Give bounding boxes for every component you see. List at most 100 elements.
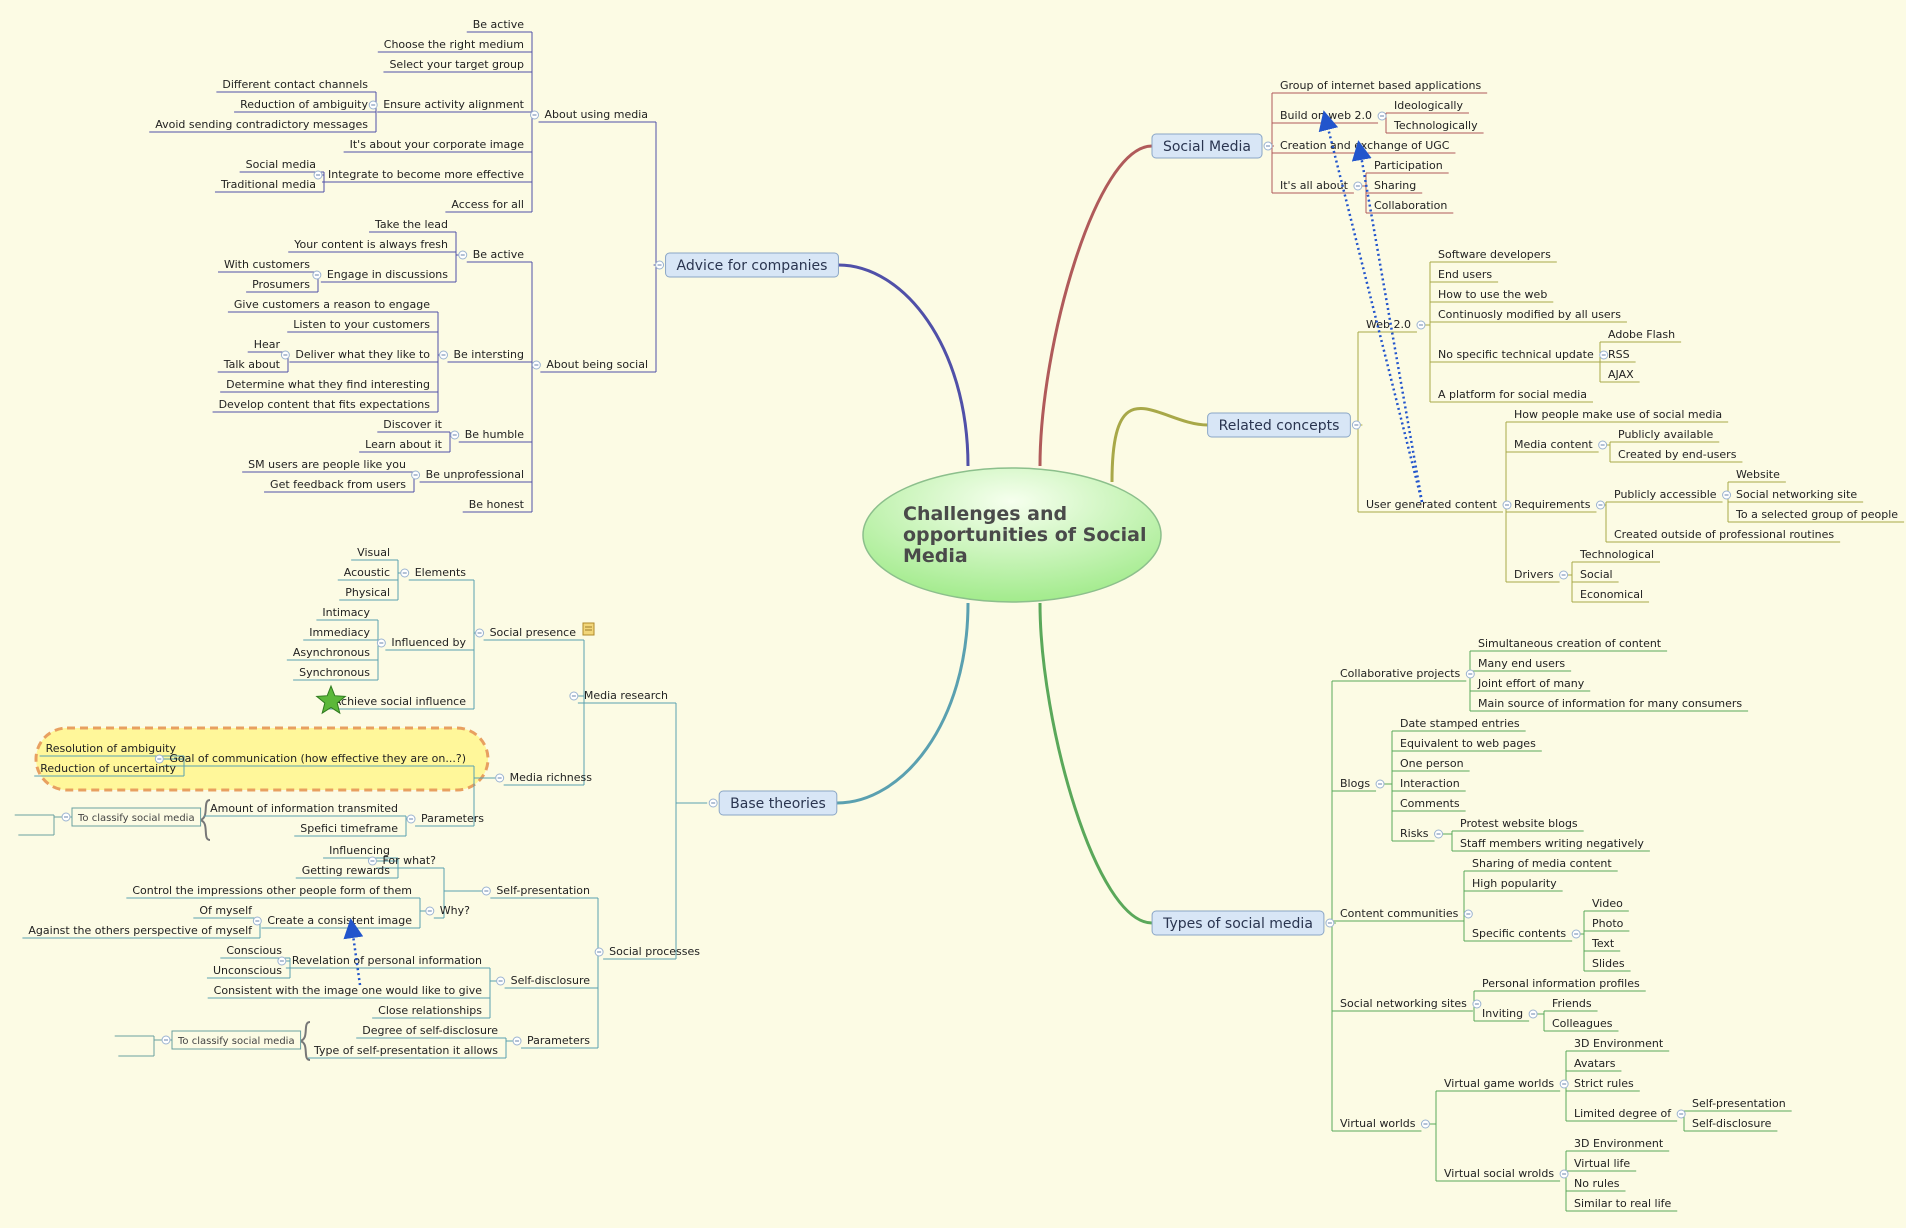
node-give-customers-a-reason-to-engage[interactable]: Give customers a reason to engage [234, 298, 430, 311]
node-main-source-of-information-for-many-consumers[interactable]: Main source of information for many cons… [1478, 697, 1742, 710]
node-be-active[interactable]: Be active [473, 248, 524, 261]
node-technological[interactable]: Technological [1579, 548, 1654, 561]
collapse-icon[interactable] [406, 814, 416, 824]
node-type-of-self-presentation-it-allows[interactable]: Type of self-presentation it allows [313, 1044, 498, 1057]
collapse-icon[interactable] [655, 260, 665, 270]
node-photo[interactable]: Photo [1592, 917, 1624, 930]
node-many-end-users[interactable]: Many end users [1478, 657, 1565, 670]
collapse-icon[interactable] [1377, 111, 1387, 121]
collapse-icon[interactable] [376, 638, 386, 648]
collapse-icon[interactable] [475, 628, 485, 638]
node-economical[interactable]: Economical [1580, 588, 1643, 601]
collapse-icon[interactable] [1465, 669, 1475, 679]
node-end-users[interactable]: End users [1438, 268, 1492, 281]
collapse-icon[interactable] [708, 798, 718, 808]
topic-base-theories[interactable]: Base theories [718, 790, 838, 816]
collapse-icon[interactable] [277, 956, 287, 966]
node-it-s-about-your-corporate-image[interactable]: It's about your corporate image [350, 138, 525, 151]
node-intimacy[interactable]: Intimacy [322, 606, 370, 619]
node-technologically[interactable]: Technologically [1393, 119, 1478, 132]
node-about-using-media[interactable]: About using media [545, 108, 649, 121]
node-influencing[interactable]: Influencing [329, 844, 390, 857]
collapse-icon[interactable] [439, 350, 449, 360]
node-reduction-of-ambiguity[interactable]: Reduction of ambiguity [240, 98, 368, 111]
node-protest-website-blogs[interactable]: Protest website blogs [1460, 817, 1578, 830]
node-different-contact-channels[interactable]: Different contact channels [222, 78, 368, 91]
node-be-active[interactable]: Be active [473, 18, 524, 31]
node-parameters[interactable]: Parameters [527, 1034, 590, 1047]
node-strict-rules[interactable]: Strict rules [1574, 1077, 1634, 1090]
node-achieve-social-influence[interactable]: Achieve social influence [334, 695, 467, 708]
collapse-icon[interactable] [594, 947, 604, 957]
node-to-a-selected-group-of-people[interactable]: To a selected group of people [1735, 508, 1898, 521]
node-be-unprofessional[interactable]: Be unprofessional [426, 468, 524, 481]
node-virtual-life[interactable]: Virtual life [1574, 1157, 1630, 1170]
node-social-media[interactable]: Social media [246, 158, 316, 171]
node-sharing[interactable]: Sharing [1374, 179, 1416, 192]
node-virtual-social-wrolds[interactable]: Virtual social wrolds [1444, 1167, 1554, 1180]
node-unconscious[interactable]: Unconscious [213, 964, 282, 977]
node-create-a-consistent-image[interactable]: Create a consistent image [267, 914, 412, 927]
node-close-relationships[interactable]: Close relationships [378, 1004, 482, 1017]
node-get-feedback-from-users[interactable]: Get feedback from users [270, 478, 406, 491]
node-avatars[interactable]: Avatars [1574, 1057, 1616, 1070]
node-ensure-activity-alignment[interactable]: Ensure activity alignment [383, 98, 524, 111]
node-virtual-worlds[interactable]: Virtual worlds [1340, 1117, 1416, 1130]
node-software-developers[interactable]: Software developers [1438, 248, 1551, 261]
collapse-icon[interactable] [1472, 999, 1482, 1009]
node-social-presence[interactable]: Social presence [490, 626, 577, 639]
node-rss[interactable]: RSS [1608, 348, 1630, 361]
node-how-to-use-the-web[interactable]: How to use the web [1438, 288, 1547, 301]
node-web-2-0[interactable]: Web 2.0 [1366, 318, 1411, 331]
node-publicly-available[interactable]: Publicly available [1618, 428, 1713, 441]
topic-related-concepts[interactable]: Related concepts [1207, 412, 1351, 438]
topic-advice-for-companies[interactable]: Advice for companies [665, 252, 839, 278]
classify-callout[interactable]: To classify social media [71, 807, 202, 827]
collapse-icon[interactable] [450, 430, 460, 440]
node-inviting[interactable]: Inviting [1482, 1007, 1523, 1020]
node-adobe-flash[interactable]: Adobe Flash [1608, 328, 1675, 341]
node-conscious[interactable]: Conscious [226, 944, 282, 957]
node-learn-about-it[interactable]: Learn about it [365, 438, 443, 451]
node-sharing-of-media-content[interactable]: Sharing of media content [1472, 857, 1612, 870]
collapse-icon[interactable] [368, 100, 378, 110]
node-continuosly-modified-by-all-users[interactable]: Continuosly modified by all users [1438, 308, 1621, 321]
collapse-icon[interactable] [61, 812, 71, 822]
node-determine-what-they-find-interesting[interactable]: Determine what they find interesting [226, 378, 430, 391]
node-no-specific-technical-update[interactable]: No specific technical update [1438, 348, 1594, 361]
node-content-communities[interactable]: Content communities [1340, 907, 1459, 920]
node-colleagues[interactable]: Colleagues [1552, 1017, 1613, 1030]
node-acoustic[interactable]: Acoustic [344, 566, 390, 579]
node-asynchronous[interactable]: Asynchronous [293, 646, 370, 659]
node-engage-in-discussions[interactable]: Engage in discussions [327, 268, 448, 281]
collapse-icon[interactable] [1559, 570, 1569, 580]
node-talk-about[interactable]: Talk about [223, 358, 281, 371]
node-select-your-target-group[interactable]: Select your target group [389, 58, 524, 71]
node-social[interactable]: Social [1580, 568, 1613, 581]
node-be-humble[interactable]: Be humble [465, 428, 525, 441]
node-revelation-of-personal-information[interactable]: Revelation of personal information [292, 954, 482, 967]
node-hear[interactable]: Hear [254, 338, 281, 351]
node-sm-users-are-people-like-you[interactable]: SM users are people like you [248, 458, 406, 471]
collapse-icon[interactable] [411, 470, 421, 480]
collapse-icon[interactable] [400, 568, 410, 578]
node-self-disclosure[interactable]: Self-disclosure [511, 974, 591, 987]
collapse-icon[interactable] [1598, 440, 1608, 450]
node-equivalent-to-web-pages[interactable]: Equivalent to web pages [1400, 737, 1536, 750]
node-with-customers[interactable]: With customers [224, 258, 310, 271]
node-social-processes[interactable]: Social processes [609, 945, 700, 958]
node-comments[interactable]: Comments [1400, 797, 1460, 810]
node-created-outside-of-professional-routines[interactable]: Created outside of professional routines [1614, 528, 1834, 541]
node-ideologically[interactable]: Ideologically [1394, 99, 1463, 112]
node-no-rules[interactable]: No rules [1574, 1177, 1620, 1190]
node-user-generated-content[interactable]: User generated content [1366, 498, 1498, 511]
node-goal-of-communication-how-effective-they-are-on[interactable]: Goal of communication (how effective the… [169, 752, 466, 765]
collapse-icon[interactable] [154, 754, 164, 764]
node-creation-and-exchange-of-ugc[interactable]: Creation and exchange of UGC [1280, 139, 1450, 152]
collapse-icon[interactable] [1559, 1169, 1569, 1179]
node-about-being-social[interactable]: About being social [546, 358, 648, 371]
node-collaborative-projects[interactable]: Collaborative projects [1340, 667, 1461, 680]
node-self-presentation[interactable]: Self-presentation [496, 884, 590, 897]
node-of-myself[interactable]: Of myself [199, 904, 253, 917]
node-it-s-all-about[interactable]: It's all about [1280, 179, 1349, 192]
